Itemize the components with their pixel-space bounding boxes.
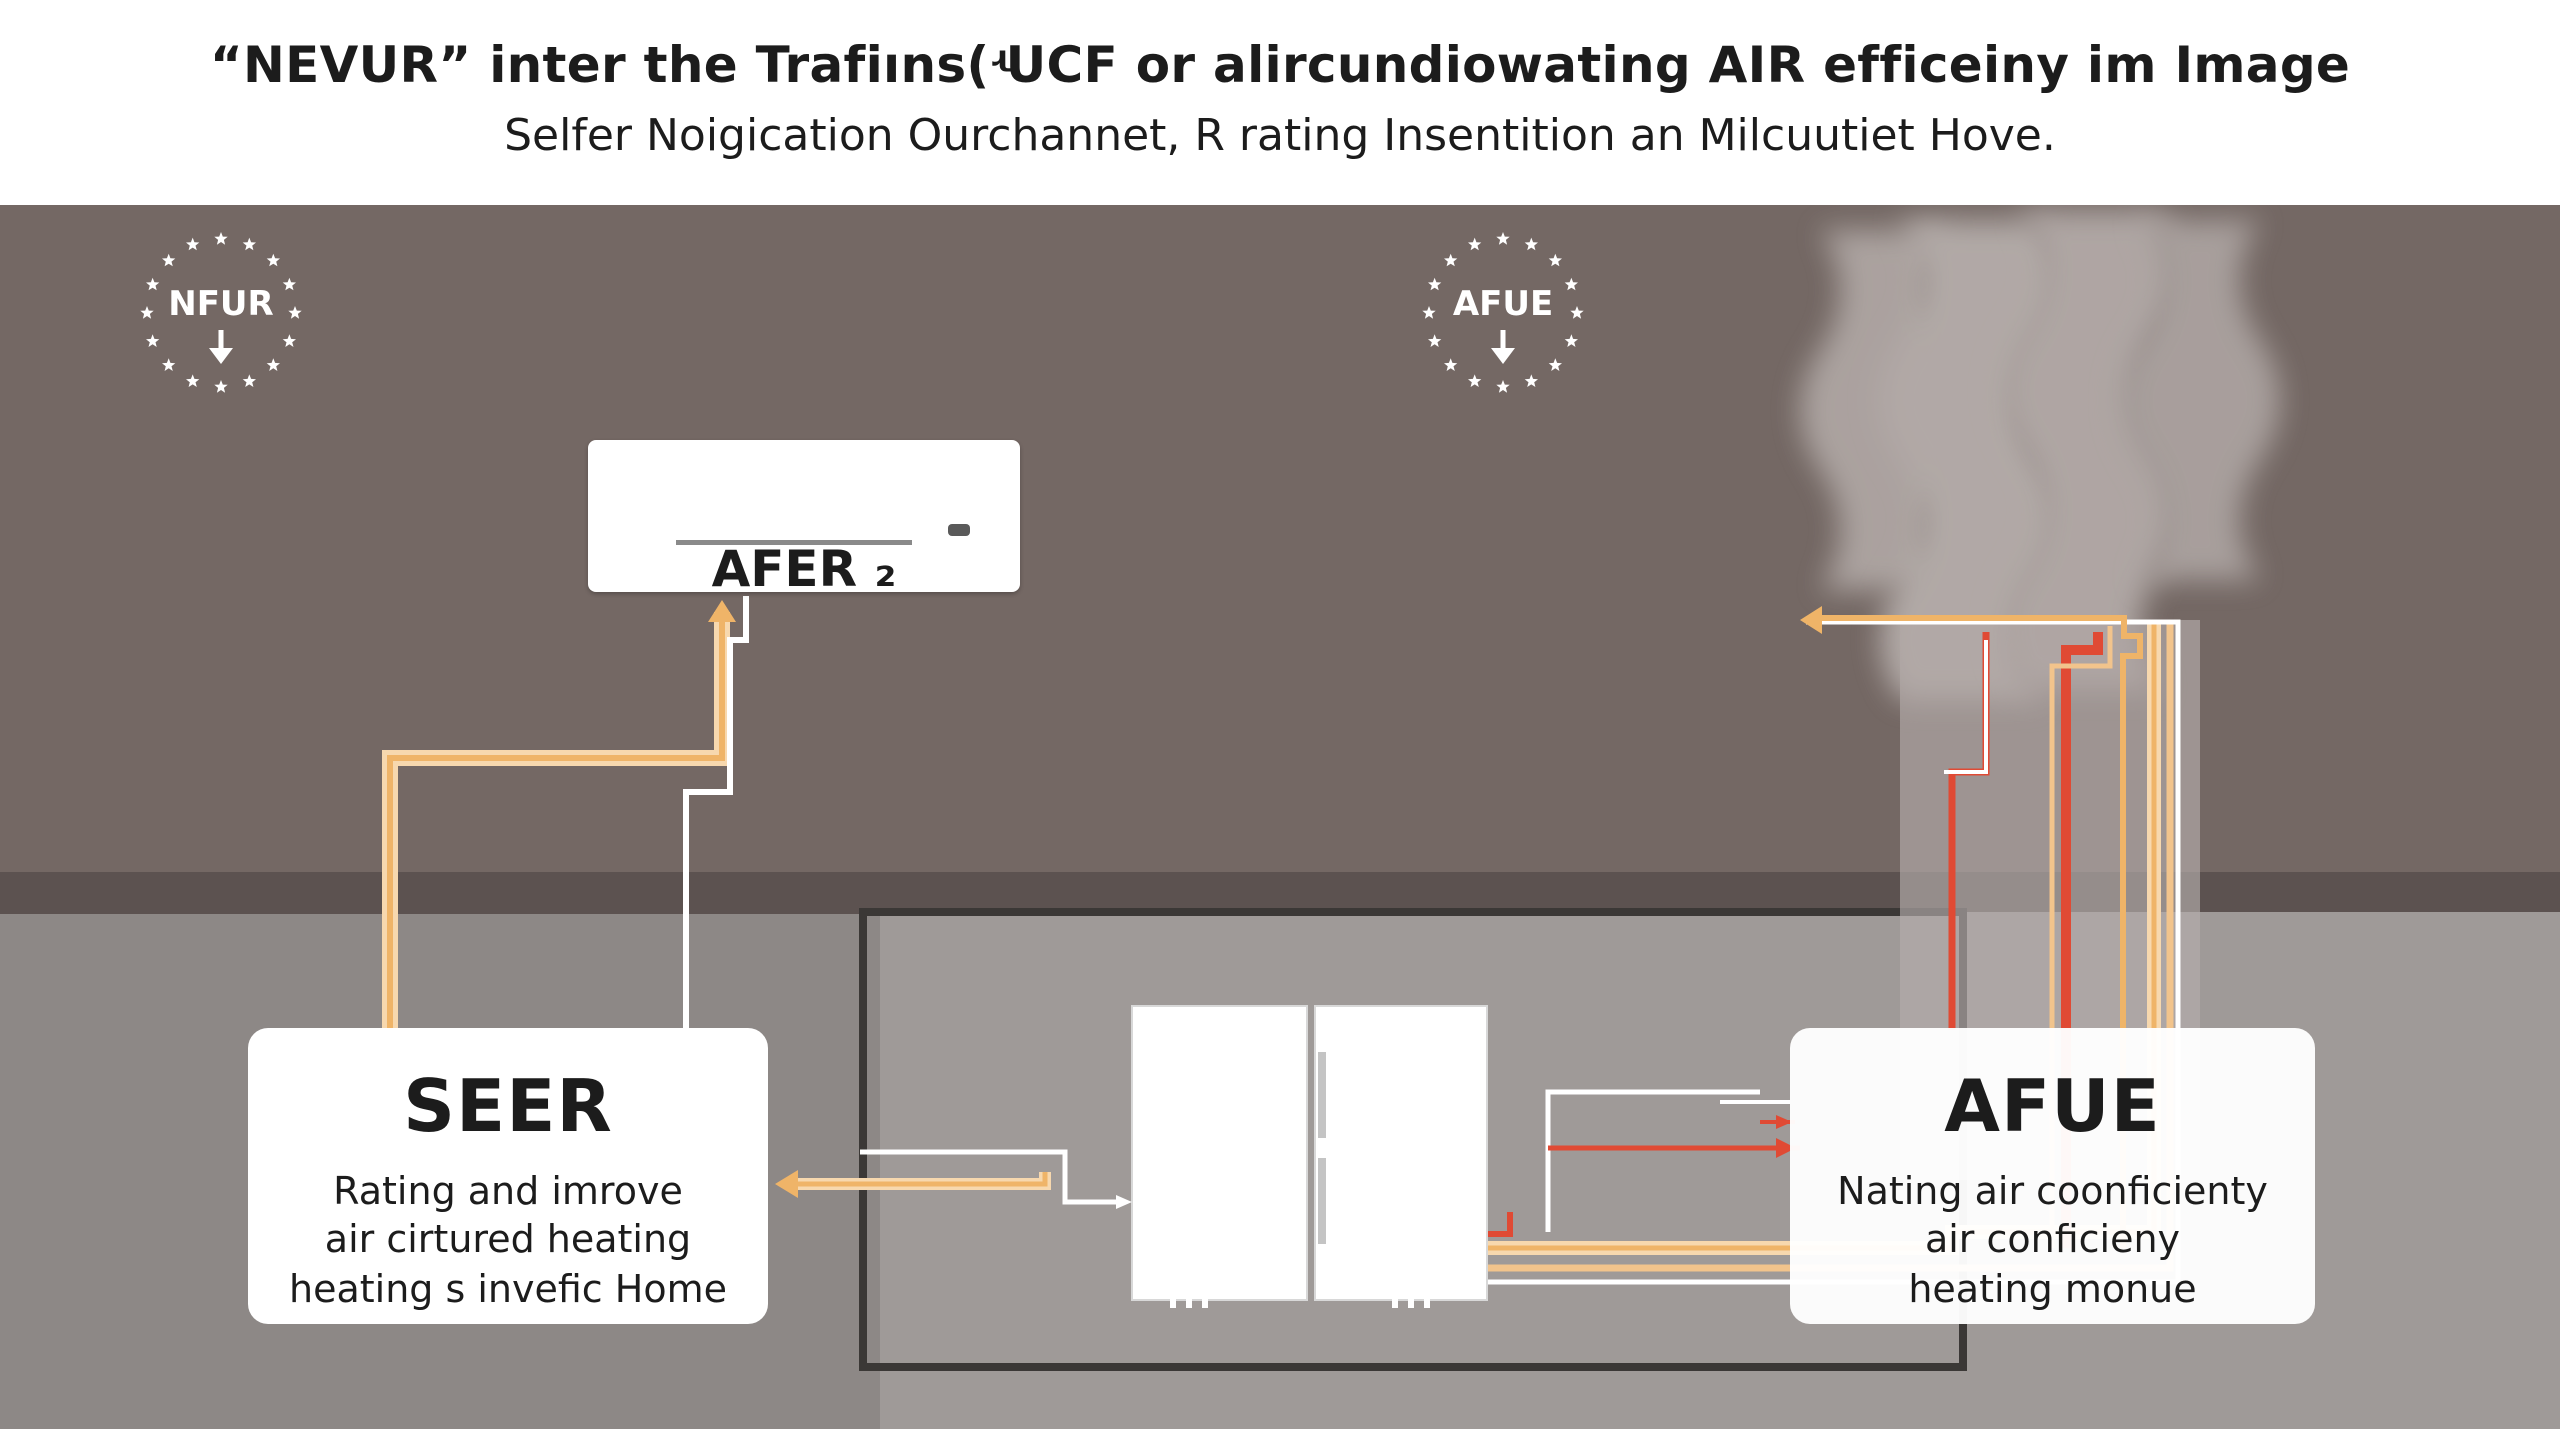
afue-card-line: heating monue xyxy=(1908,1267,2197,1311)
afue-white-riser xyxy=(1944,640,1988,774)
badge-star xyxy=(1564,334,1578,347)
star-ring-down-arrow-icon xyxy=(1422,232,1584,393)
white-return-pipe xyxy=(683,596,749,1030)
badge-star xyxy=(1428,277,1442,291)
ac-indicator-light xyxy=(948,524,970,536)
badge-star xyxy=(242,237,256,251)
seer-card-line: heating s invefic Home xyxy=(288,1267,727,1311)
seer-card-line: air cirtured heating xyxy=(324,1217,692,1261)
seer-card-line: Rating and imrove xyxy=(333,1169,683,1213)
badge-star xyxy=(266,358,280,371)
afue-white-loop xyxy=(1545,1089,1760,1232)
seer-pipes xyxy=(382,596,1132,1209)
badge-star xyxy=(186,237,200,251)
badge-star xyxy=(1548,253,1562,267)
ac-vent-slot xyxy=(676,540,912,545)
seer-card-title: SEER xyxy=(403,1064,613,1148)
afue-top-warm xyxy=(1812,615,2143,1248)
afue-badge-label: AFUE xyxy=(1452,284,1554,324)
furnace-unit xyxy=(1131,1005,1488,1308)
ac-unit-label: AFER ₂ xyxy=(711,540,897,598)
badge-star xyxy=(1564,277,1578,291)
afue-top-arrowhead xyxy=(1800,606,1822,634)
badge-star xyxy=(1524,374,1538,387)
wall-ac-unit: AFER ₂ xyxy=(588,440,1020,598)
badge-star xyxy=(146,277,160,291)
seer-link-white xyxy=(860,1149,1120,1205)
badge-star xyxy=(282,277,296,291)
badge-star xyxy=(288,306,302,319)
page-title: “NEVUR” inter the Trafiıns(ʵUCF or alirc… xyxy=(209,36,2351,94)
badge-star xyxy=(242,374,256,387)
badge-star xyxy=(162,253,176,267)
warm-supply-arrowhead xyxy=(708,600,736,622)
badge-star xyxy=(1468,374,1482,387)
badge-star xyxy=(162,358,176,371)
badge-star xyxy=(1496,232,1510,245)
afue-card: AFUE Nating air coonficienty air confici… xyxy=(1790,1028,2315,1324)
badge-star xyxy=(1444,253,1458,267)
badge-star xyxy=(1444,358,1458,371)
badge-star xyxy=(1428,334,1442,347)
badge-star xyxy=(214,232,228,245)
afue-red-riser-2 xyxy=(2061,632,2103,1248)
badge-star xyxy=(146,334,160,347)
badge-star xyxy=(1524,237,1538,251)
afue-card-title: AFUE xyxy=(1944,1064,2161,1148)
nfur-badge-label: NFUR xyxy=(168,284,274,324)
seer-link-arrowhead xyxy=(775,1170,798,1198)
badge-star xyxy=(1422,306,1436,319)
badge-star xyxy=(266,253,280,267)
badge-star xyxy=(1468,237,1482,251)
header-bar: “NEVUR” inter the Trafiıns(ʵUCF or alirc… xyxy=(0,0,2560,205)
nfur-badge: NFUR xyxy=(136,228,306,398)
badge-star xyxy=(282,334,296,347)
star-ring-down-arrow-icon xyxy=(140,232,302,393)
badge-star xyxy=(1570,306,1584,319)
afue-card-line: Nating air coonficienty xyxy=(1837,1169,2268,1213)
afue-red-arrowhead xyxy=(1776,1138,1796,1158)
afue-card-line: air conficieny xyxy=(1924,1217,2181,1261)
badge-star xyxy=(140,306,154,319)
badge-star xyxy=(186,374,200,387)
page-subtitle: Selfer Noigication Ourchannet, R rating … xyxy=(504,110,2056,161)
afue-badge: AFUE xyxy=(1418,228,1588,398)
badge-star xyxy=(1496,380,1510,393)
badge-star xyxy=(1548,358,1562,371)
badge-star xyxy=(214,380,228,393)
seer-card: SEER Rating and imrove air cirtured heat… xyxy=(248,1028,768,1324)
